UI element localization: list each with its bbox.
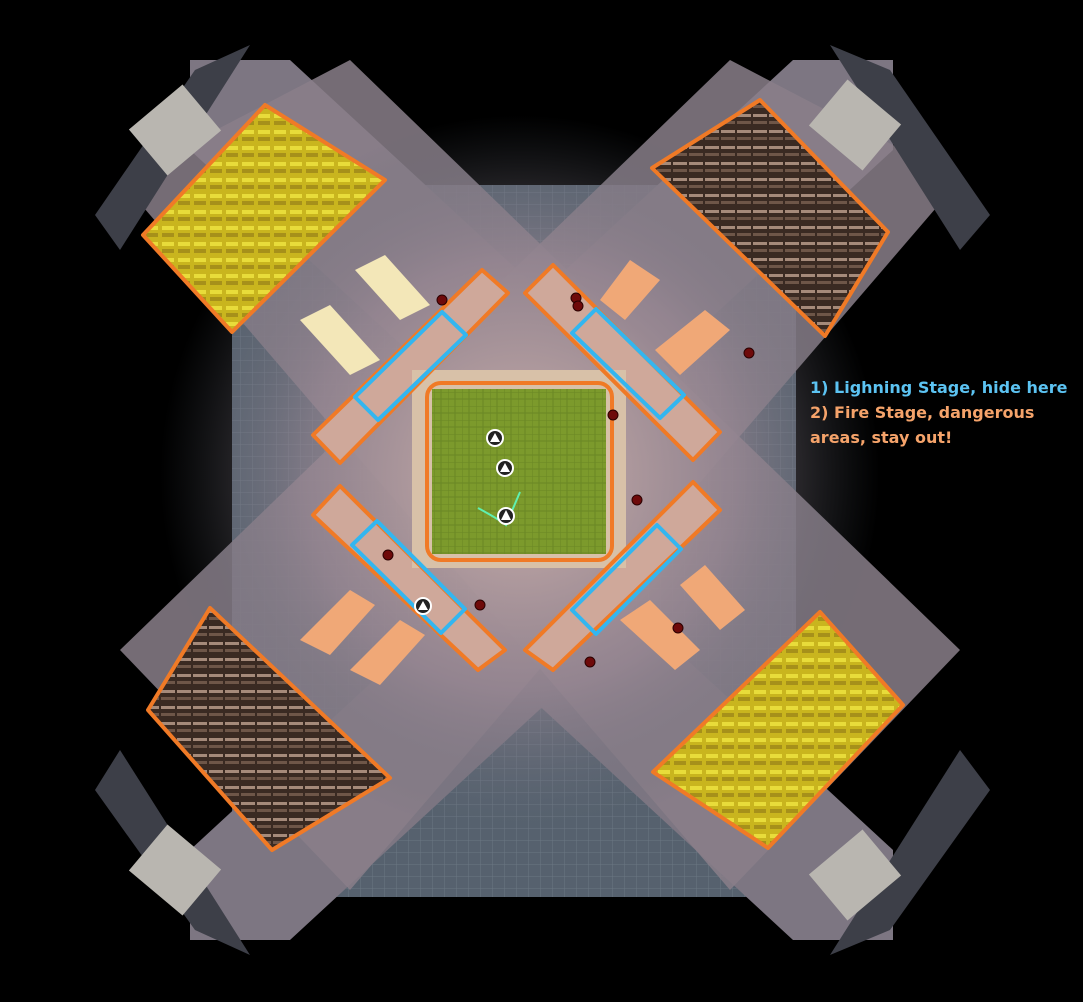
enemy-dot[interactable]	[672, 622, 684, 634]
party-markers	[414, 429, 514, 615]
enemy-dot[interactable]	[584, 656, 596, 668]
enemy-dot[interactable]	[436, 294, 448, 306]
grandstands	[143, 100, 903, 850]
fire-zone-walkway-se	[523, 480, 722, 672]
player-position-marker[interactable]	[477, 491, 521, 527]
enemy-dot[interactable]	[382, 549, 394, 561]
fire-zone-center	[425, 381, 614, 562]
lightning-zone-se	[570, 523, 683, 636]
fire-zone-stand-ne	[650, 98, 890, 338]
legend-fire-stage: 2) Fire Stage, dangerous areas, stay out…	[810, 403, 1035, 447]
lightning-zone-sw	[350, 519, 467, 635]
floor-ramps	[300, 255, 745, 685]
center-field	[432, 389, 606, 554]
enemy-markers	[382, 292, 755, 668]
party-member-marker[interactable]	[486, 429, 504, 447]
walkways	[313, 265, 720, 670]
lightning-stage-zones	[350, 307, 686, 636]
fire-stage-zones	[141, 98, 905, 852]
lightning-zone-nw	[353, 310, 468, 422]
fire-zone-stand-se	[651, 610, 905, 850]
legend-lightning-stage: 1) Lighning Stage, hide here	[810, 378, 1068, 397]
corner-towers	[95, 45, 990, 955]
fire-zone-walkway-ne	[523, 263, 722, 462]
fire-zone-walkway-sw	[311, 484, 507, 672]
enemy-dot[interactable]	[474, 599, 486, 611]
map-legend: 1) Lighning Stage, hide here 2) Fire Sta…	[810, 375, 1075, 450]
fire-zone-stand-sw	[146, 606, 392, 852]
enemy-dot[interactable]	[743, 347, 755, 359]
enemy-dot[interactable]	[631, 494, 643, 506]
enemy-dot[interactable]	[607, 409, 619, 421]
fire-zone-walkway-nw	[311, 268, 510, 465]
party-member-marker[interactable]	[414, 597, 432, 615]
enemy-dot[interactable]	[572, 300, 584, 312]
party-member-marker[interactable]	[496, 459, 514, 477]
fire-zone-stand-nw	[141, 103, 387, 334]
lightning-zone-ne	[570, 307, 686, 420]
